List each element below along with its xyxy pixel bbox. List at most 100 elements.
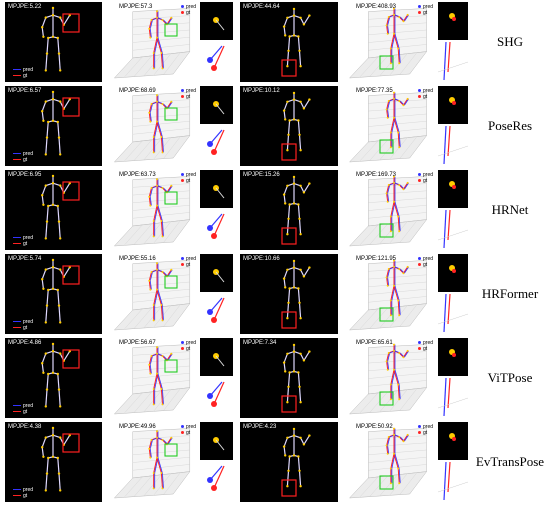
- pose-overlay: [41, 258, 80, 324]
- axes-3d: [348, 176, 428, 247]
- legend-gt: gt: [23, 325, 28, 331]
- zoom-region-box: [281, 59, 297, 77]
- zoom-canvas: [438, 2, 468, 81]
- zoom-2d: [438, 86, 468, 124]
- legend-pred: pred: [23, 487, 34, 493]
- skeleton-3d: [385, 7, 409, 65]
- plot-3d-canvas: [113, 260, 191, 331]
- pose-overlay: [281, 7, 311, 77]
- method-label: ViTPose: [487, 370, 533, 385]
- zoom-canvas: [200, 86, 233, 155]
- zoom-canvas: [438, 170, 468, 249]
- plot-3d-canvas: [348, 343, 428, 415]
- method-label: SHG: [496, 34, 523, 49]
- zoom-region-box: [164, 443, 178, 457]
- legend-pred: pred: [23, 67, 34, 73]
- zoom-panel-a: [200, 170, 233, 250]
- legend-pred: pred: [186, 172, 197, 178]
- zoom-panel-a: [200, 86, 233, 166]
- zoom-panel-a: [200, 2, 233, 82]
- legend-pred: pred: [423, 88, 434, 94]
- plot-3d-canvas: [113, 344, 191, 415]
- zoom-canvas: [200, 170, 233, 239]
- legend-pred: pred: [23, 235, 34, 241]
- zoom-region-box: [62, 181, 80, 201]
- legend-gt: gt: [186, 178, 191, 184]
- plot-3d-canvas: [348, 427, 428, 499]
- zoom-region-box: [281, 227, 297, 245]
- plot-3d-canvas: [113, 428, 191, 499]
- mpjpe-label: MPJPE:77.35: [356, 88, 393, 94]
- event-frame-2d-b: MPJPE:7.34: [240, 338, 338, 418]
- skeleton-2d: [41, 6, 71, 72]
- zoom-2d: [438, 338, 468, 376]
- zoom-canvas: [438, 86, 468, 165]
- skeleton-3d: [148, 346, 173, 406]
- zoom-panel-b: [438, 254, 468, 334]
- mpjpe-label: MPJPE:56.67: [119, 340, 156, 346]
- skeleton-2d: [282, 175, 311, 236]
- zoom-region-box: [62, 265, 80, 285]
- zoom-canvas: [200, 254, 233, 323]
- zoom-region-box: [379, 307, 394, 322]
- zoom-region-box: [281, 311, 297, 329]
- legend-gt: gt: [186, 94, 191, 100]
- mpjpe-label: MPJPE:6.57: [8, 88, 42, 94]
- zoom-region-box: [281, 143, 297, 161]
- zoom-2d: [438, 170, 468, 208]
- zoom-region-box: [379, 139, 394, 154]
- legend-gt: gt: [423, 346, 428, 352]
- skeleton-2d: [282, 427, 311, 488]
- legend-pred: pred: [186, 88, 197, 94]
- axes-3d: [348, 344, 428, 415]
- zoom-canvas: [200, 422, 233, 491]
- mpjpe-label: MPJPE:4.23: [243, 424, 277, 430]
- zoom-panel-b: [438, 338, 468, 418]
- pose-overlay: [281, 91, 311, 161]
- pose-overlay: [41, 174, 80, 240]
- axes-3d: [113, 8, 191, 79]
- zoom-region-box: [281, 395, 297, 413]
- legend-gt: gt: [423, 430, 428, 436]
- zoom-region-box: [379, 223, 394, 238]
- zoom-canvas: [438, 422, 468, 501]
- pose-overlay: [41, 342, 80, 408]
- plot-3d-canvas: [348, 91, 428, 163]
- mpjpe-label: MPJPE:57.3: [119, 4, 153, 10]
- mpjpe-label: MPJPE:5.74: [8, 256, 42, 262]
- legend-pred: pred: [23, 403, 34, 409]
- skeleton-3d: [385, 343, 409, 401]
- legend-gt: gt: [23, 73, 28, 79]
- legend-pred: pred: [423, 4, 434, 10]
- zoom-panel-a: [200, 338, 233, 418]
- zoom-region-box: [62, 349, 80, 369]
- event-frame-2d-b: MPJPE:44.64: [240, 2, 338, 82]
- method-label: EvTransPose: [475, 454, 545, 469]
- skeleton-2d: [41, 426, 71, 492]
- legend-gt: gt: [186, 346, 191, 352]
- mpjpe-label: MPJPE:44.64: [243, 4, 280, 10]
- legend-pred: pred: [186, 424, 197, 430]
- event-frame-2d-b: MPJPE:15.26: [240, 170, 338, 250]
